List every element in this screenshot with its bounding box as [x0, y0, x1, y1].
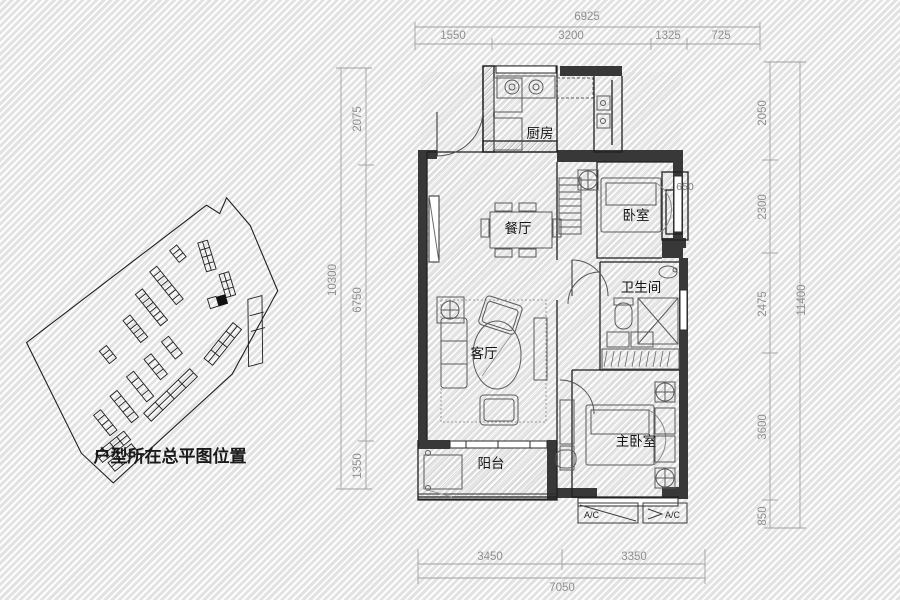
balcony-fixtures	[423, 450, 463, 498]
room-label-bathroom: 卫生间	[621, 280, 662, 295]
dim-left-seg-3: 1350	[352, 453, 364, 479]
unit-location-marker	[206, 294, 229, 310]
dim-right-seg-4: 3600	[757, 414, 769, 440]
windows-and-doors	[418, 65, 688, 507]
dimension-top	[414, 22, 761, 50]
dim-top-seg-3: 1325	[655, 30, 681, 42]
dim-right-seg-5: 850	[757, 506, 769, 525]
bedroom2-furniture	[577, 169, 672, 233]
dimension-bottom	[417, 549, 706, 584]
dim-right-total: 11400	[796, 284, 808, 315]
dim-top-seg-4: 725	[711, 30, 730, 42]
dim-top-seg-2: 3200	[558, 30, 584, 42]
site-buildings-right	[197, 239, 266, 368]
dim-left-total: 10300	[327, 264, 339, 296]
ac-label-left: A/C	[584, 510, 600, 520]
site-buildings-upper	[98, 244, 187, 365]
dim-left-seg-2: 6750	[352, 287, 364, 313]
dim-top-total: 6925	[574, 11, 600, 23]
living-room-furniture	[436, 295, 548, 426]
decor-screen	[558, 177, 582, 235]
site-buildings-bottom	[95, 321, 243, 472]
dimension-left	[336, 67, 374, 490]
site-plan-caption: 户型所在总平图位置	[94, 446, 247, 466]
room-label-kitchen: 厨房	[527, 126, 554, 141]
dim-right-seg-2: 2300	[757, 194, 769, 220]
dining-set	[480, 202, 562, 258]
furniture-group	[423, 75, 680, 498]
dimension-right	[762, 61, 806, 529]
dim-bottom-total: 7050	[549, 582, 575, 594]
dim-right-seg-1: 2050	[757, 100, 769, 126]
ac-label-right: A/C	[665, 510, 681, 520]
room-label-master-bedroom: 主卧室	[616, 433, 657, 449]
dim-bottom-seg-2: 3350	[621, 551, 647, 563]
site-plan-group: 户型所在总平图位置	[25, 196, 279, 484]
ac-platform-annotations: A/C A/C	[577, 502, 688, 524]
dimension-lines-group	[336, 22, 806, 584]
dim-inline-650: 650	[676, 181, 694, 193]
room-label-bedroom2: 卧室	[623, 207, 650, 223]
dim-right-seg-3: 2475	[757, 291, 769, 317]
bathroom-fixtures	[601, 265, 680, 370]
site-buildings-lower	[92, 335, 183, 437]
dim-top-seg-1: 1550	[440, 30, 466, 42]
kitchen-fixtures	[493, 75, 611, 151]
room-label-living: 客厅	[471, 345, 498, 361]
dim-bottom-seg-1: 3450	[477, 551, 503, 563]
dim-left-seg-1: 2075	[352, 106, 364, 132]
master-bedroom-furniture	[555, 381, 676, 489]
site-boundary	[25, 196, 279, 484]
dimension-labels-group: 6925 1550 3200 1325 725 10300 2075 6750 …	[327, 11, 808, 594]
room-label-balcony: 阳台	[478, 456, 505, 471]
unit-plan-group: A/C A/C 650 厨房 餐厅 卧室 卫生间 客厅 主卧室 阳台	[417, 65, 694, 524]
room-labels-group: 厨房 餐厅 卧室 卫生间 客厅 主卧室 阳台	[471, 126, 662, 471]
room-label-dining: 餐厅	[505, 221, 532, 236]
